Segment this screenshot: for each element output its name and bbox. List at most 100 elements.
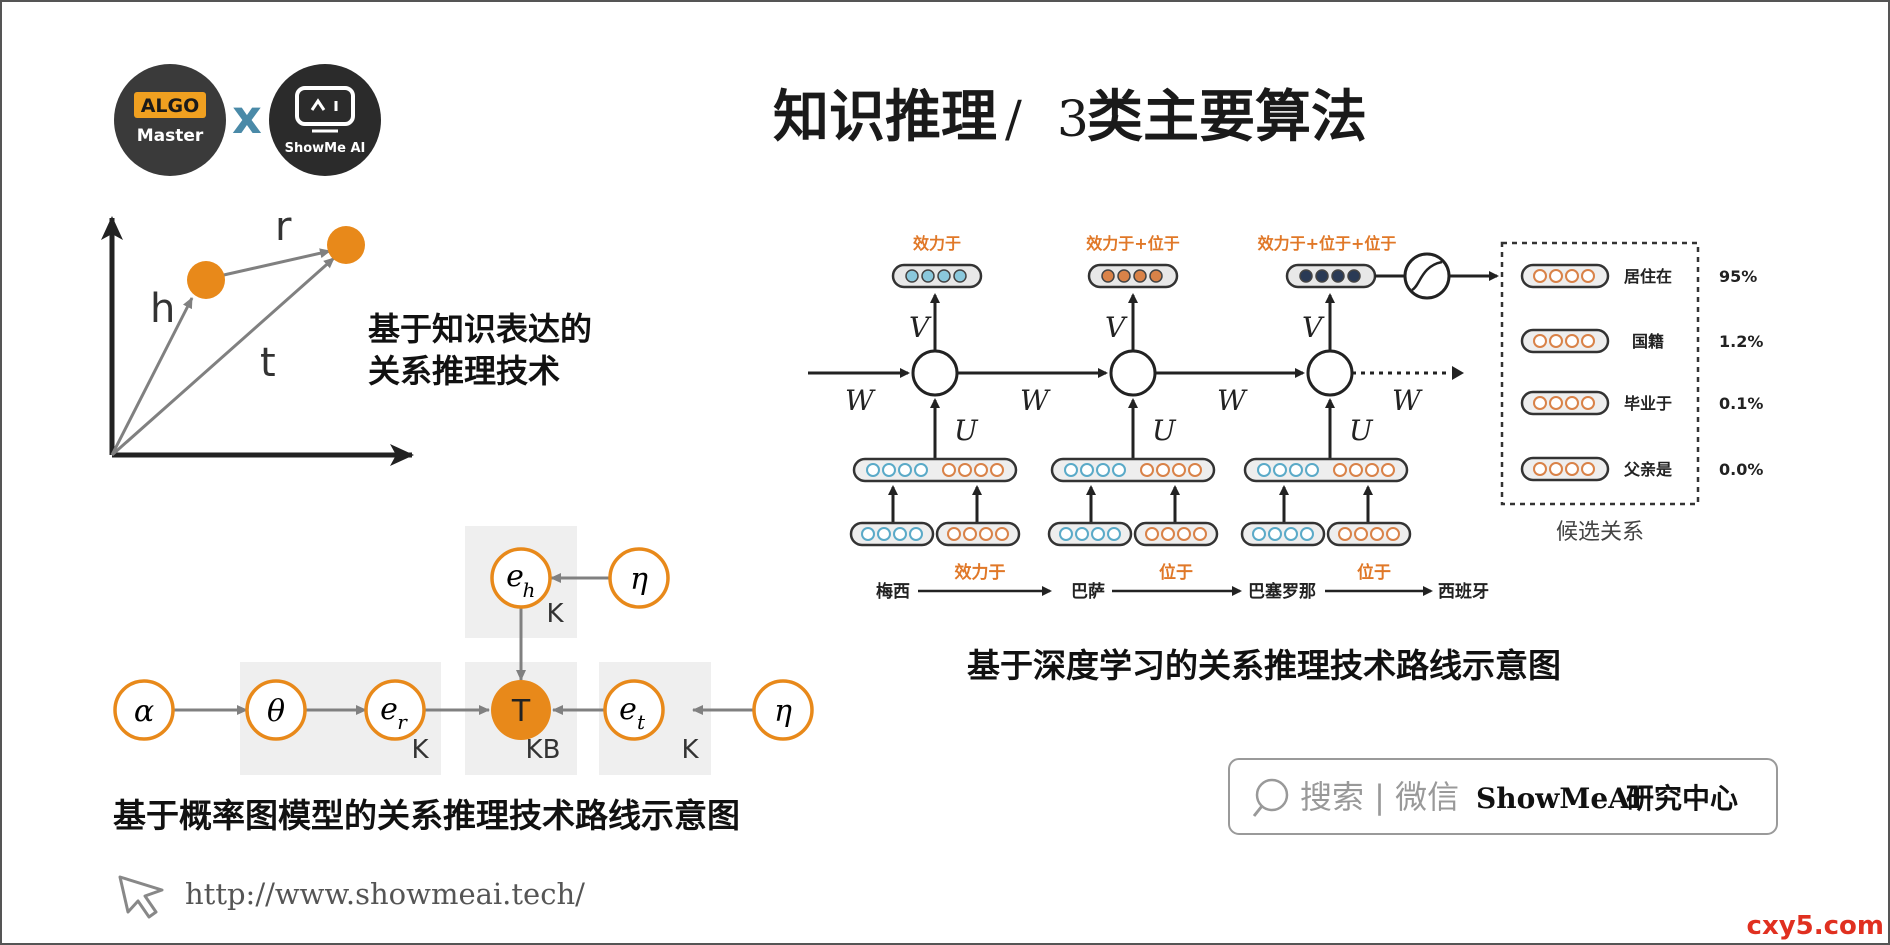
candidate-row-4: 父亲是 0.0% [1520, 456, 1763, 482]
node-eh-sub: h [523, 578, 536, 602]
node-theta-label: θ [267, 694, 285, 729]
relation-2: 位于 [1159, 562, 1193, 583]
candidates-box [1500, 241, 1700, 506]
master-text: Master [137, 126, 204, 146]
relation-3: 位于 [1357, 562, 1391, 583]
cursor-icon [118, 875, 164, 919]
node-et-sub: t [637, 710, 646, 734]
plate-label-k2: K [411, 735, 429, 765]
input-vectors [849, 521, 1412, 547]
candidate-row-2: 国籍 1.2% [1520, 328, 1763, 354]
vector-r [205, 248, 331, 281]
rnn-cell-1 [911, 349, 959, 397]
logo-cross: x [232, 90, 262, 144]
title-num: 3 [1057, 90, 1089, 148]
search-prefix: 搜索 | 微信 [1300, 778, 1459, 816]
title-rest: 类主要算法 [1087, 85, 1367, 150]
u-label-1: U [954, 414, 979, 447]
candidate-name-3: 毕业于 [1624, 394, 1672, 413]
node-T [491, 680, 551, 740]
node-eta-right [752, 679, 814, 741]
concat-vector-3 [1243, 457, 1409, 483]
node-eh [490, 547, 552, 609]
concat-vector-1 [852, 457, 1018, 483]
word-4: 西班牙 [1438, 582, 1489, 602]
candidate-prob-2: 1.2% [1719, 332, 1763, 351]
search-suffix: 研究中心 [1626, 782, 1738, 815]
graph-caption: 基于概率图模型的关系推理技术路线示意图 [113, 796, 740, 835]
candidate-row-1: 居住在 95% [1520, 263, 1757, 289]
vector-caption-line2: 关系推理技术 [368, 352, 560, 390]
showme-logo-text: ShowMe AI [285, 141, 366, 156]
rnn-cell-2 [1109, 349, 1157, 397]
head-entity-dot [187, 261, 225, 299]
w-label-4: W [1392, 384, 1423, 417]
node-er-sub: r [397, 710, 408, 734]
relation-1: 效力于 [955, 562, 1006, 583]
node-et-base: e [619, 692, 637, 727]
title-zh: 知识推理 [773, 85, 997, 150]
vector-caption-line1: 基于知识表达的 [368, 310, 592, 348]
showme-ai-logo: ShowMe AI [269, 64, 381, 176]
candidate-name-4: 父亲是 [1623, 460, 1672, 479]
plate-label-k3: K [681, 735, 699, 765]
algo-master-logo: ALGO Master [114, 64, 226, 176]
footer-link[interactable]: http://www.showmeai.tech/ [118, 875, 585, 919]
w-label-2: W [1020, 384, 1051, 417]
search-box[interactable]: 搜索 | 微信 ShowMeAI 研究中心 [1228, 758, 1778, 835]
node-er-base: e [380, 692, 398, 727]
node-eh-base: e [506, 559, 524, 594]
title-sep: / [1005, 90, 1022, 148]
word-1: 梅西 [876, 581, 910, 602]
rnn-diagram: 效力于 效力于+位于 效力于+位于+位于 V V V W W W W [808, 234, 1763, 685]
candidates-caption: 候选关系 [1556, 520, 1644, 545]
candidate-name-2: 国籍 [1632, 332, 1664, 351]
plate-label-kb: KB [526, 735, 561, 765]
candidate-prob-4: 0.0% [1719, 460, 1763, 479]
candidate-prob-3: 0.1% [1719, 394, 1763, 413]
candidate-prob-1: 95% [1719, 267, 1757, 286]
u-label-3: U [1349, 414, 1374, 447]
page-title: 知识推理 / 3 类主要算法 [773, 85, 1367, 150]
rnn-top-label-3: 效力于+位于+位于 [1258, 234, 1397, 253]
vector-h [110, 297, 194, 456]
label-h: h [150, 286, 175, 332]
vector-diagram: h r t 基于知识表达的 关系推理技术 [101, 204, 592, 466]
node-eta-right-label: η [774, 694, 792, 729]
watermark-text: cxy5.com [1747, 911, 1884, 941]
search-brand: ShowMeAI [1476, 782, 1643, 815]
plate-label-k1: K [546, 599, 564, 629]
node-T-label: T [511, 694, 531, 729]
label-r: r [275, 204, 292, 250]
w-label-1: W [845, 384, 876, 417]
search-icon [1252, 778, 1289, 817]
v-label-1: V [909, 311, 932, 344]
u-label-2: U [1152, 414, 1177, 447]
label-t: t [260, 340, 276, 386]
node-eta-top-label: η [630, 562, 648, 597]
candidate-name-1: 居住在 [1624, 267, 1672, 286]
vector-t [111, 256, 335, 457]
node-theta [245, 679, 307, 741]
node-et [603, 679, 665, 741]
word-3: 巴塞罗那 [1248, 581, 1316, 602]
node-eta-top [608, 547, 670, 609]
rnn-top-label-2: 效力于+位于 [1086, 234, 1179, 253]
rnn-top-label-1: 效力于 [913, 234, 961, 253]
footer-url: http://www.showmeai.tech/ [185, 877, 585, 911]
v-label-3: V [1302, 311, 1325, 344]
rnn-cell-3 [1306, 349, 1354, 397]
tail-entity-dot [327, 226, 365, 264]
w-label-3: W [1217, 384, 1248, 417]
rnn-caption: 基于深度学习的关系推理技术路线示意图 [967, 646, 1561, 685]
word-2: 巴萨 [1071, 581, 1105, 602]
softmax-node [1403, 252, 1451, 300]
v-label-2: V [1105, 311, 1128, 344]
node-er [364, 679, 426, 741]
algo-text: ALGO [141, 95, 200, 117]
probabilistic-graph: α θ e r T e t η e h η K KB K K 基于概率图模型的关… [113, 526, 814, 835]
concat-vector-2 [1050, 457, 1216, 483]
node-alpha-label: α [134, 694, 154, 729]
candidate-row-3: 毕业于 0.1% [1520, 390, 1763, 416]
